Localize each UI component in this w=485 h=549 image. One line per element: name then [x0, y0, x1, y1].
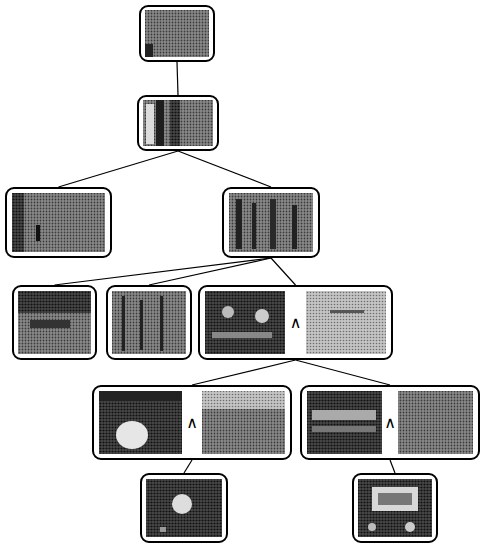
and-symbol: ∧: [383, 415, 397, 431]
tree-link: [192, 360, 296, 385]
thumbnail: [99, 391, 182, 454]
tree-link: [149, 258, 271, 285]
image-box: [12, 285, 97, 360]
tree-link: [55, 258, 272, 285]
image-box: [139, 5, 215, 62]
thumbnail: [12, 193, 105, 252]
thumbnail: [229, 193, 313, 252]
thumbnail: [307, 391, 382, 454]
image-box: [222, 187, 320, 258]
thumbnail: [18, 291, 91, 354]
tree-link: [296, 360, 391, 385]
thumbnail: [112, 291, 186, 354]
tree-link: [177, 62, 178, 95]
tree-link: [390, 460, 395, 473]
image-box: [106, 285, 192, 360]
tree-link: [184, 460, 192, 473]
thumbnail: [146, 479, 222, 537]
thumbnail: [145, 10, 209, 57]
thumbnail: [143, 100, 213, 146]
thumbnail: [202, 391, 285, 454]
thumbnail: [205, 291, 285, 354]
thumbnail: [398, 391, 473, 454]
image-box: ∧: [92, 385, 292, 460]
and-symbol: ∧: [185, 415, 199, 431]
tree-link: [271, 258, 296, 285]
thumbnail: [358, 479, 432, 537]
image-box: ∧: [198, 285, 393, 360]
and-symbol: ∧: [289, 315, 303, 331]
image-box: [352, 473, 438, 543]
tree-link: [178, 151, 271, 187]
image-box: [137, 95, 219, 151]
thumbnail: [306, 291, 386, 354]
image-box: [5, 187, 112, 258]
tree-link: [59, 151, 179, 187]
image-box: ∧: [300, 385, 480, 460]
image-box: [140, 473, 228, 543]
